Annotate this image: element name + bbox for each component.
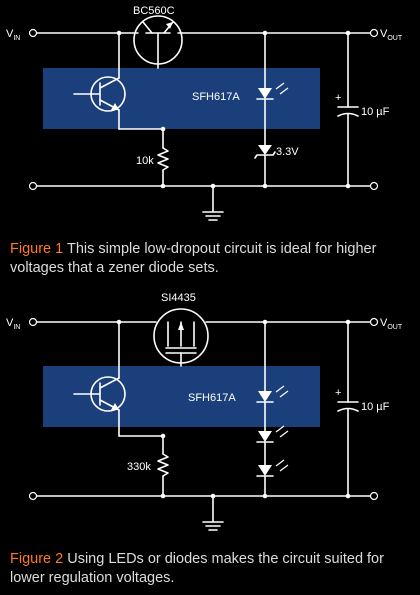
vin-sub-1: IN — [13, 35, 20, 42]
vout-sub-2: OUT — [387, 324, 403, 331]
figure-2-caption-label: Figure 2 — [10, 551, 64, 567]
optocoupler-label-1: SFH617A — [192, 91, 240, 103]
svg-text:VOUT: VOUT — [380, 28, 403, 42]
led-2c — [258, 465, 272, 476]
figure-2-caption-text: Using LEDs or diodes makes the circuit s… — [10, 551, 384, 586]
vin-label-1: V — [6, 28, 14, 40]
figure-1-schematic: VIN VOUT BC560C 10k — [6, 5, 403, 221]
figure-1-caption-text: This simple low-dropout circuit is ideal… — [10, 241, 377, 276]
capacitor-label-1: 10 µF — [361, 106, 390, 118]
vout-terminal-2 — [369, 317, 379, 327]
optocoupler-box-2 — [43, 366, 320, 427]
figure-1-caption: Figure 1 This simple low-dropout circuit… — [10, 240, 415, 278]
zener-diode-1 — [258, 145, 272, 155]
cap-polarity-2: + — [335, 387, 341, 399]
resistor-2 — [157, 453, 169, 477]
figure-2-schematic: VIN VOUT SI4435 330k — [6, 292, 403, 531]
ground-symbol-1 — [202, 185, 224, 221]
vout-label-2: V — [380, 317, 388, 329]
bottom-right-terminal-1 — [369, 181, 379, 191]
svg-text:VIN: VIN — [6, 317, 20, 331]
figure-2-caption: Figure 2 Using LEDs or diodes makes the … — [10, 550, 415, 588]
transistor-label-1: BC560C — [133, 5, 175, 17]
led-1 — [258, 88, 272, 99]
bottom-left-terminal-2 — [28, 491, 38, 501]
vin-label-2: V — [6, 317, 14, 329]
vin-terminal-1 — [28, 28, 38, 38]
led-2a — [258, 391, 272, 402]
vin-sub-2: IN — [13, 324, 20, 331]
vout-sub-1: OUT — [387, 35, 403, 42]
led-2b — [258, 431, 272, 442]
transistor-label-2: SI4435 — [161, 292, 196, 304]
ground-symbol-2 — [202, 495, 224, 531]
bottom-left-terminal-1 — [28, 181, 38, 191]
bottom-right-terminal-2 — [369, 491, 379, 501]
optocoupler-box-1 — [43, 68, 320, 129]
svg-text:VIN: VIN — [6, 28, 20, 42]
vout-terminal-1 — [369, 28, 379, 38]
svg-text:VOUT: VOUT — [380, 317, 403, 331]
optocoupler-label-2: SFH617A — [188, 392, 236, 404]
vout-label-1: V — [380, 28, 388, 40]
cap-polarity-1: + — [335, 92, 341, 104]
resistor-label-2: 330k — [127, 461, 151, 473]
resistor-1 — [157, 147, 169, 171]
figure-1-caption-label: Figure 1 — [10, 241, 64, 257]
capacitor-label-2: 10 µF — [361, 401, 390, 413]
zener-label-1: 3.3V — [276, 146, 299, 158]
resistor-label-1: 10k — [136, 155, 154, 167]
vin-terminal-2 — [28, 317, 38, 327]
